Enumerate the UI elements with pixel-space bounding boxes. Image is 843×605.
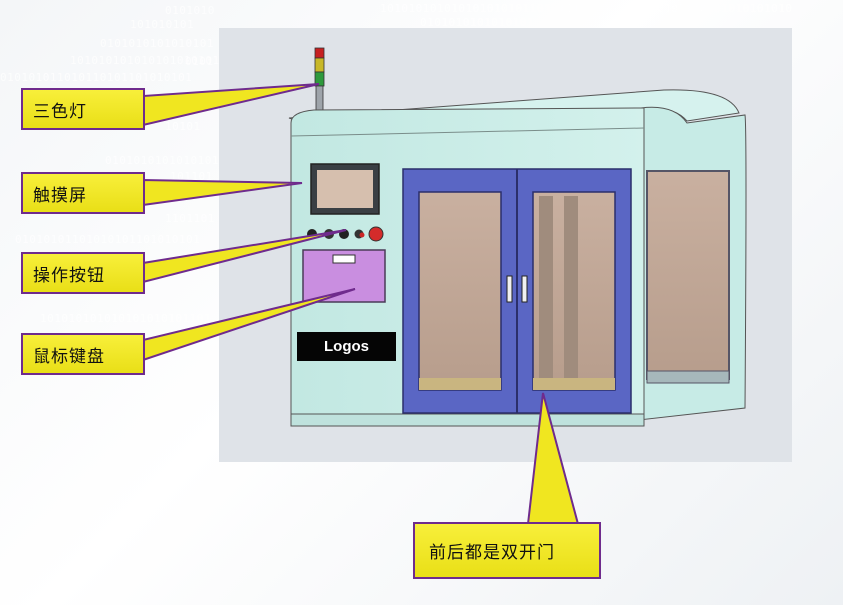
binary-text: 1101101 [165,212,215,225]
binary-text: 1010101010101010101011010101 [380,2,580,15]
front-double-doors [402,168,632,414]
binary-text: 101010101 [130,18,195,31]
binary-text: 010101011010110101101010101 [0,71,193,84]
tri-color-light-tower [314,47,325,114]
machine-logo: Logos [297,332,396,361]
callout-double-doors: 前后都是双开门 [413,522,601,579]
binary-text: 0101010 [165,4,215,17]
machine-render [219,28,792,462]
binary-text: 101101 [170,170,213,183]
binary-text: 0101010101010101 [105,154,219,167]
callout-keyboard-mouse: 鼠标键盘 [21,333,145,375]
machine-illustration [288,47,747,427]
callout-touch-screen: 触摸屏 [21,172,145,214]
binary-text: 10101 [165,120,201,133]
binary-text: 01010101101010101101010101 [15,233,201,246]
binary-text: 0101010101010101 [100,37,214,50]
binary-text: 0101010101010101 [420,16,534,29]
binary-text: 10101110101010101010 [650,2,793,15]
binary-text: 10101010101010101010101 [70,54,234,67]
binary-text: 0101 [185,55,214,68]
binary-text: 101010101010101010101101 [40,312,211,325]
callout-tri-color-light: 三色灯 [21,88,145,130]
callout-operation-buttons: 操作按钮 [21,252,145,294]
